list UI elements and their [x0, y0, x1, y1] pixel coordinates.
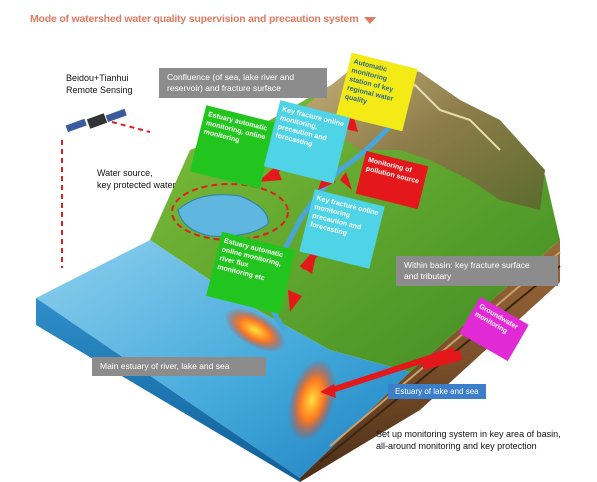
sea-front-side: [36, 298, 300, 482]
bottom-note: Set up monitoring system in key area of …: [376, 429, 561, 451]
estuary-plume-lower: [288, 359, 336, 441]
within-basin-label: Within basin: key fracture surface and t…: [396, 256, 558, 286]
title-dropdown-icon[interactable]: [364, 17, 376, 24]
satellite-icon: [65, 108, 127, 133]
water-source-outline: [171, 183, 289, 241]
water-source-label: Water source, key protected water: [97, 168, 176, 190]
main-estuary-label: Main estuary of river, lake and sea: [92, 357, 266, 376]
estuary-lake-sea-label: Estuary of lake and sea: [388, 384, 486, 399]
protected-lake: [177, 194, 269, 237]
diagram-title: Mode of watershed water quality supervis…: [30, 13, 359, 25]
confluence-label: Confluence (of sea, lake river and reser…: [159, 68, 327, 98]
estuary-plume-upper: [224, 308, 286, 352]
remote-sensing-label: Beidou+Tianhui Remote Sensing: [66, 73, 133, 95]
